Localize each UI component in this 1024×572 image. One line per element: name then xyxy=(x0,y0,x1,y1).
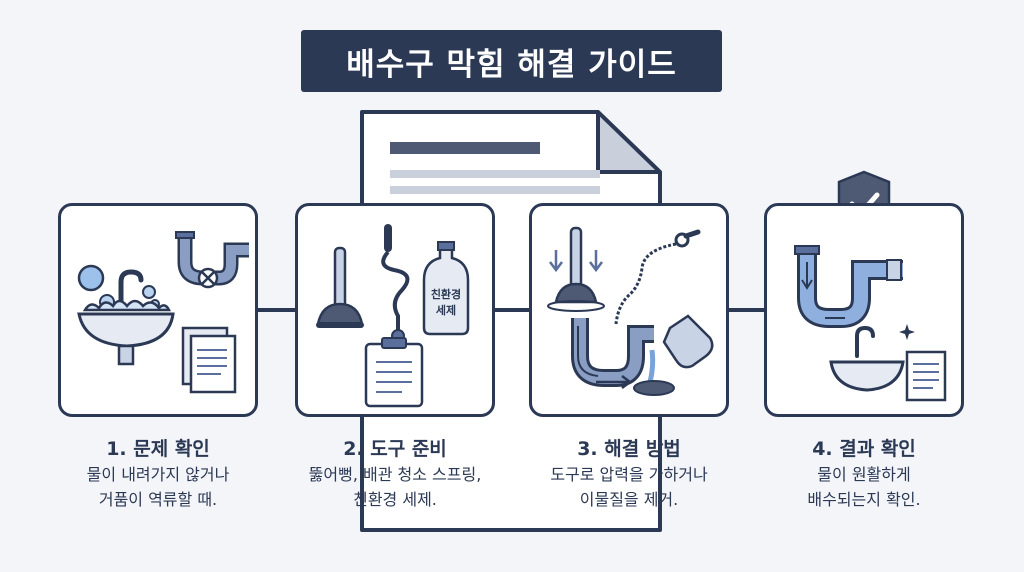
sink-icon xyxy=(77,312,175,348)
step-1-desc-line: 거품이 역류할 때. xyxy=(98,490,218,509)
step-card-2: 친환경 세제 xyxy=(295,203,495,417)
drain-icon xyxy=(633,380,675,396)
arrow-down-icon xyxy=(801,262,813,290)
step-4-title: 4. 결과 확인 xyxy=(812,438,916,460)
connector-line xyxy=(258,308,300,312)
step-3-title: 3. 해결 방법 xyxy=(577,438,681,460)
step-card-1 xyxy=(58,203,258,417)
clipboard-icon xyxy=(364,342,424,408)
step-1-title: 1. 문제 확인 xyxy=(106,438,210,460)
step-4-desc-line: 물이 원활하게 xyxy=(817,465,911,484)
cleaner-bottle-icon xyxy=(422,246,470,336)
connector-line xyxy=(728,308,766,312)
arrow-down-icon xyxy=(589,250,603,273)
step-4-desc-line: 배수되는지 확인. xyxy=(807,490,921,509)
result-illustration xyxy=(794,245,947,402)
arrow-down-icon xyxy=(549,250,563,273)
step-2-description: 뚫어뻥, 배관 청소 스프링, 친환경 세제. xyxy=(275,462,515,512)
step-2-desc-line: 뚫어뻥, 배관 청소 스프링, xyxy=(308,465,482,484)
plunger-icon xyxy=(569,226,583,290)
sparkle-icon xyxy=(899,324,915,340)
bottle-label: 세제 xyxy=(436,303,456,317)
step-1-description: 물이 내려가지 않거나 거품이 역류할 때. xyxy=(38,462,278,512)
document-icon xyxy=(905,350,947,402)
drain-spring-icon xyxy=(674,232,690,248)
connector-line xyxy=(494,308,530,312)
tools-illustration: 친환경 세제 xyxy=(316,224,470,408)
pipe-icon xyxy=(577,326,599,377)
step-card-4 xyxy=(764,203,964,417)
bubble-icon xyxy=(77,264,105,292)
plunger-icon xyxy=(333,246,347,314)
step-3-description: 도구로 압력을 가하거나 이물질을 제거. xyxy=(509,462,749,512)
step-3-desc-line: 도구로 압력을 가하거나 xyxy=(550,465,708,484)
sink-icon xyxy=(829,360,905,392)
cleaner-bottle-icon xyxy=(662,314,714,369)
step-card-3 xyxy=(529,203,729,417)
page-title: 배수구 막힘 해결 가이드 xyxy=(301,30,722,92)
clogged-sink-illustration xyxy=(77,231,249,394)
step-2-title: 2. 도구 준비 xyxy=(343,438,447,460)
step-3-desc-line: 이물질을 제거. xyxy=(579,490,679,509)
solution-illustration xyxy=(547,226,714,396)
step-4-description: 물이 원활하게 배수되는지 확인. xyxy=(744,462,984,512)
arrow-right-icon xyxy=(596,375,633,389)
step-1-desc-line: 물이 내려가지 않거나 xyxy=(86,465,230,484)
step-2-desc-line: 친환경 세제. xyxy=(353,490,437,509)
bottle-label: 친환경 xyxy=(431,287,461,301)
